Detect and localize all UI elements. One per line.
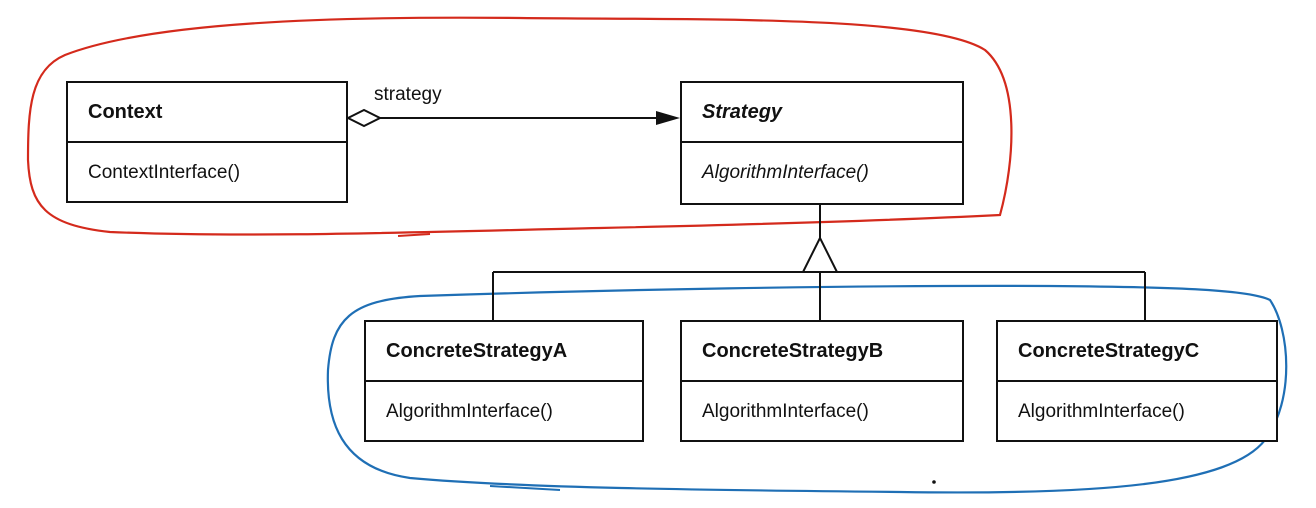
class-strategy: Strategy AlgorithmInterface()	[680, 81, 964, 205]
blue-annotation-tail	[489, 485, 561, 491]
association-label: strategy	[374, 84, 442, 105]
class-operation: ContextInterface()	[88, 162, 241, 183]
class-concrete-strategy-b: ConcreteStrategyB AlgorithmInterface()	[680, 320, 964, 442]
red-annotation-outline	[26, 16, 1013, 236]
generalization-triangle	[801, 235, 839, 273]
class-operation: AlgorithmInterface()	[1018, 401, 1185, 422]
class-operation: AlgorithmInterface()	[702, 162, 869, 183]
class-operation: AlgorithmInterface()	[386, 401, 553, 422]
class-name: Context	[68, 83, 346, 143]
aggregation-diamond	[345, 108, 383, 128]
class-name: ConcreteStrategyB	[682, 322, 962, 382]
stray-dot	[932, 480, 936, 484]
association-arrowhead	[656, 111, 680, 125]
class-name: ConcreteStrategyC	[998, 322, 1276, 382]
class-operation: AlgorithmInterface()	[702, 401, 869, 422]
class-context: Context ContextInterface()	[66, 81, 348, 203]
class-concrete-strategy-a: ConcreteStrategyA AlgorithmInterface()	[364, 320, 644, 442]
red-annotation-tick	[397, 233, 431, 237]
blue-annotation-outline	[326, 284, 1288, 494]
class-name: Strategy	[682, 83, 962, 143]
class-name: ConcreteStrategyA	[366, 322, 642, 382]
class-concrete-strategy-c: ConcreteStrategyC AlgorithmInterface()	[996, 320, 1278, 442]
